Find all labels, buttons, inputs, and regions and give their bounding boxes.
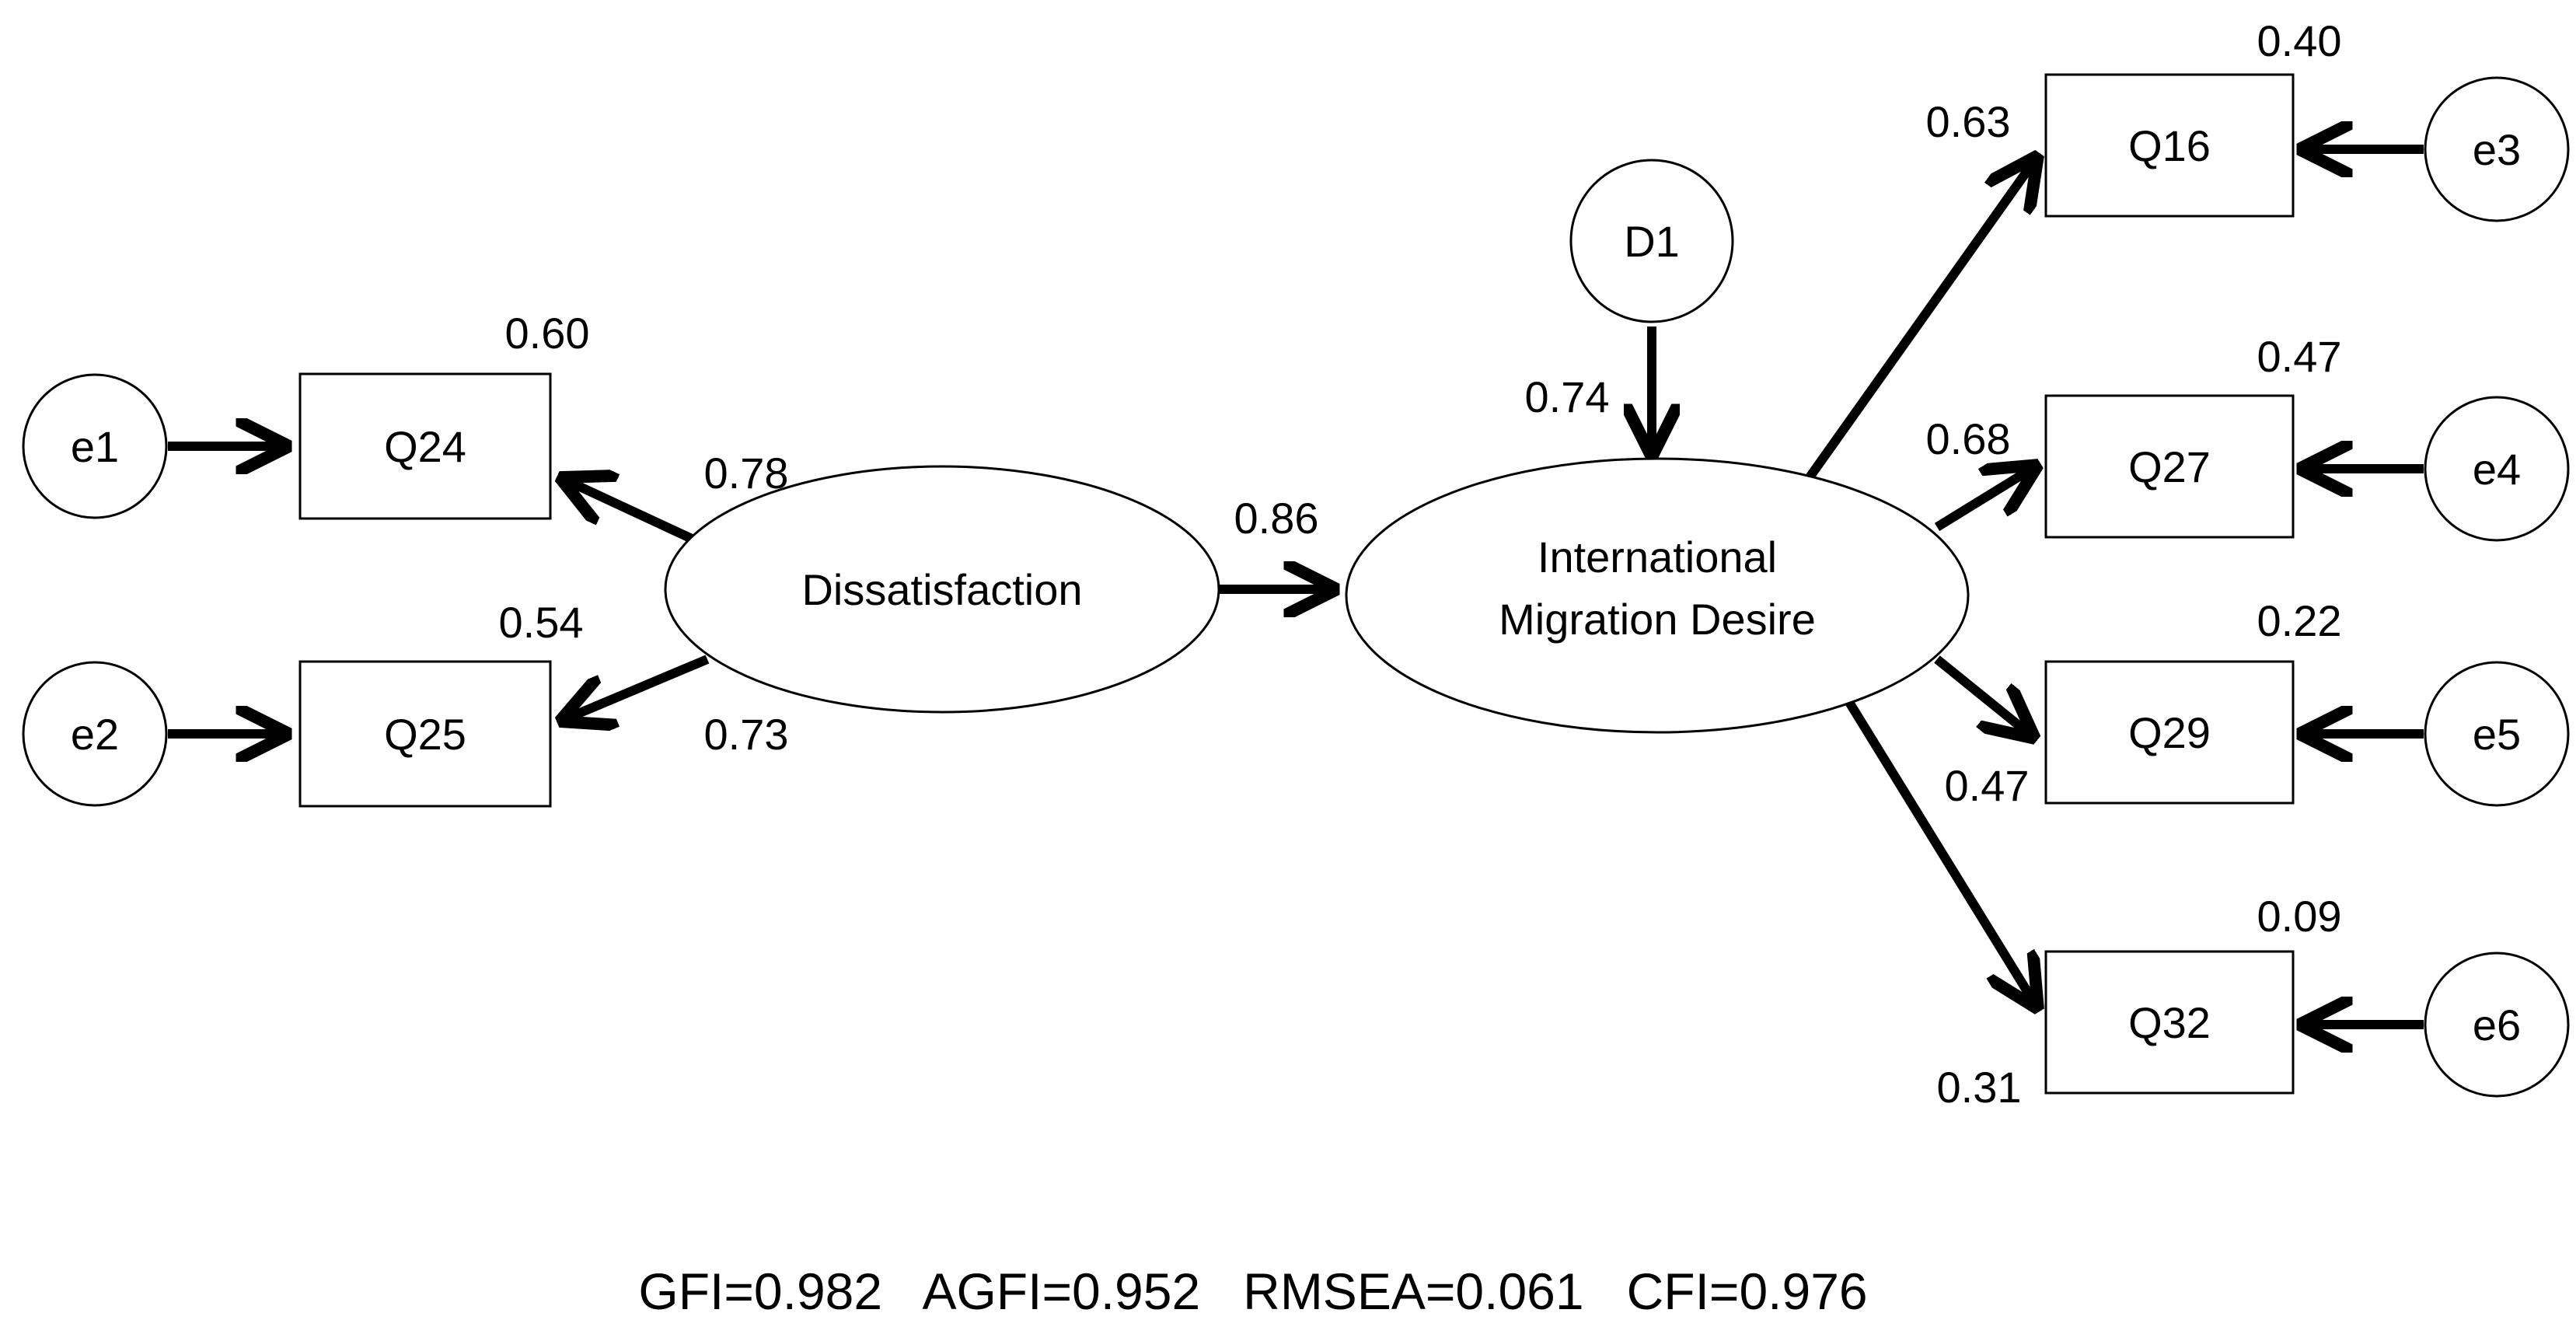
observed-q32-label: Q32 xyxy=(2128,998,2211,1047)
observed-q27-label: Q27 xyxy=(2128,442,2211,491)
error-e3: e3 xyxy=(2424,76,2570,222)
observed-q16: Q16 xyxy=(2044,73,2295,218)
observed-q25: Q25 xyxy=(298,660,552,808)
path-migration-q29 xyxy=(1934,655,2035,739)
latent-dissatisfaction: Dissatisfaction xyxy=(664,465,1220,714)
path-dissatisfaction-q24 xyxy=(560,477,694,543)
error-e1: e1 xyxy=(22,373,168,519)
error-e6: e6 xyxy=(2424,952,2570,1098)
disturbance-d1: D1 xyxy=(1569,159,1734,323)
coef-migration-q32: 0.31 xyxy=(1937,1063,2022,1112)
error-e1-label: e1 xyxy=(71,422,119,471)
r2-q24: 0.60 xyxy=(505,309,590,358)
coef-dissatisfaction-q24: 0.78 xyxy=(704,449,789,498)
path-dissatisfaction-q25 xyxy=(560,655,710,721)
coef-d1-migration: 0.74 xyxy=(1525,372,1610,421)
coef-migration-q27: 0.68 xyxy=(1926,414,2011,463)
coef-migration-q16: 0.63 xyxy=(1926,97,2011,146)
disturbance-d1-label: D1 xyxy=(1624,217,1680,266)
observed-q29: Q29 xyxy=(2044,660,2295,805)
fit-indices: GFI=0.982 AGFI=0.952 RMSEA=0.061 CFI=0.9… xyxy=(638,1262,1867,1320)
error-e5-label: e5 xyxy=(2473,710,2521,759)
r2-q16: 0.40 xyxy=(2257,16,2342,65)
observed-q32: Q32 xyxy=(2044,950,2295,1095)
observed-q24-label: Q24 xyxy=(384,422,466,471)
error-e2: e2 xyxy=(22,661,168,807)
latent-migration-desire: International Migration Desire xyxy=(1345,457,1970,734)
path-migration-q27 xyxy=(1934,465,2038,532)
r2-q25: 0.54 xyxy=(499,598,584,647)
error-e5: e5 xyxy=(2424,661,2570,807)
observed-q29-label: Q29 xyxy=(2128,708,2211,757)
r2-q27: 0.47 xyxy=(2257,332,2342,381)
r2-q32: 0.09 xyxy=(2257,892,2342,941)
coef-dissatisfaction-migration: 0.86 xyxy=(1234,494,1319,543)
latent-dissatisfaction-label: Dissatisfaction xyxy=(801,565,1082,614)
coef-migration-q29: 0.47 xyxy=(1945,761,2030,810)
path-migration-q16 xyxy=(1798,155,2038,491)
observed-q24: Q24 xyxy=(298,372,552,520)
error-e4-label: e4 xyxy=(2473,445,2521,494)
error-e2-label: e2 xyxy=(71,710,119,759)
r2-q29: 0.22 xyxy=(2257,596,2342,645)
latent-migration-label-line1: International xyxy=(1538,533,1777,581)
observed-q16-label: Q16 xyxy=(2128,121,2211,170)
error-e3-label: e3 xyxy=(2473,125,2521,174)
observed-q27: Q27 xyxy=(2044,394,2295,539)
path-migration-q32 xyxy=(1839,690,2038,1009)
error-e4: e4 xyxy=(2424,396,2570,542)
error-e6-label: e6 xyxy=(2473,1000,2521,1049)
latent-migration-label-line2: Migration Desire xyxy=(1499,595,1816,644)
observed-q25-label: Q25 xyxy=(384,710,466,759)
coef-dissatisfaction-q25: 0.73 xyxy=(704,710,789,759)
